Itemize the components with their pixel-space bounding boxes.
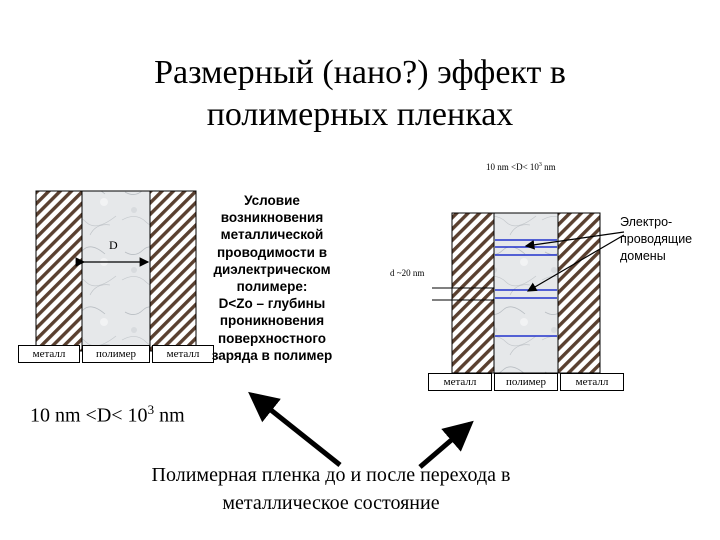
conduction-condition-text: Условие возникновения металлической пров… bbox=[211, 193, 333, 363]
thickness-range-unit: nm bbox=[154, 404, 185, 427]
thickness-range-base: 10 nm <D< 10 bbox=[30, 404, 148, 427]
d-thickness-label: d ~20 nm bbox=[390, 268, 425, 278]
left-polymer-film bbox=[81, 190, 151, 352]
slide-title: Размерный (нано?) эффект в полимерных пл… bbox=[154, 54, 566, 133]
left-film-panel bbox=[35, 190, 197, 352]
conducting-domains-label: Электро- проводящие домены bbox=[620, 215, 693, 263]
left-metal-label-left: металл bbox=[18, 345, 80, 363]
right-range-exp: 3 bbox=[538, 162, 542, 168]
left-metal-electrode-right bbox=[149, 190, 197, 352]
left-d-label: D bbox=[109, 238, 118, 252]
left-metal-electrode-left bbox=[35, 190, 83, 352]
caption-arrow-left bbox=[248, 391, 342, 467]
right-range-base: 10 nm <D< 10 bbox=[486, 162, 539, 172]
left-polymer-label: полимер bbox=[82, 345, 150, 363]
thickness-range-exp: 3 bbox=[147, 402, 155, 417]
domain-pointer-arrow bbox=[524, 231, 625, 250]
right-metal-label-left: металл bbox=[428, 373, 492, 391]
domain-pointer-arrow bbox=[526, 234, 625, 292]
right-film-panel bbox=[432, 212, 625, 374]
right-range-unit: nm bbox=[541, 162, 556, 172]
right-metal-electrode-right bbox=[557, 212, 601, 374]
figure-caption: Полимерная пленка до и после перехода в … bbox=[151, 464, 511, 514]
right-metal-electrode-left bbox=[451, 212, 495, 374]
left-metal-label-right: металл bbox=[152, 345, 214, 363]
right-range-label: 10 nm <D< 103 nm bbox=[486, 162, 556, 172]
right-metal-label-right: металл bbox=[560, 373, 624, 391]
caption-arrow-right bbox=[418, 420, 474, 469]
right-polymer-label: полимер bbox=[494, 373, 558, 391]
right-polymer-film bbox=[493, 212, 559, 374]
thickness-range: 10 nm <D< 103 nm bbox=[30, 402, 185, 428]
